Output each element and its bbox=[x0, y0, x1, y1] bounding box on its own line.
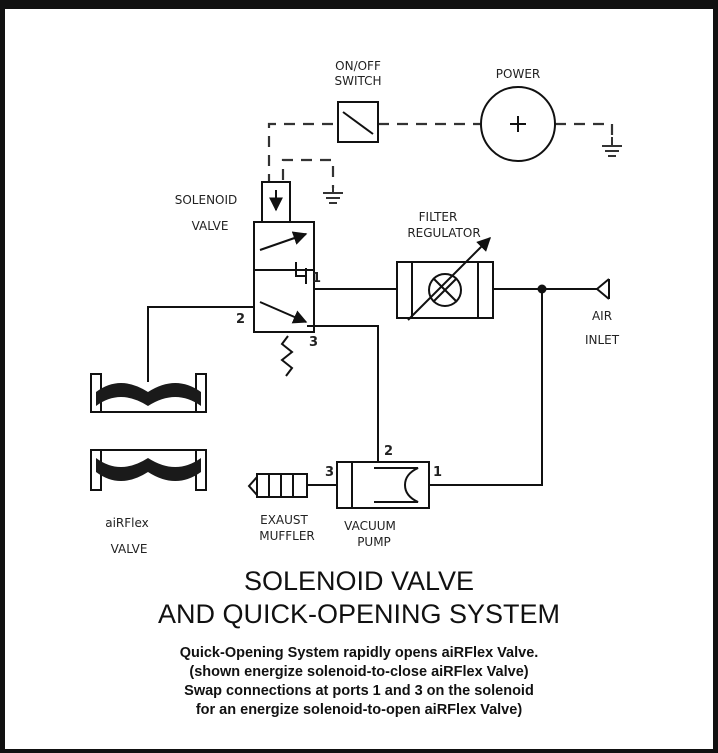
exhaust-label-line1: EXAUST bbox=[260, 513, 308, 527]
solenoid-port-2: 2 bbox=[236, 312, 245, 327]
pump-port-2: 2 bbox=[384, 444, 393, 459]
ground-symbol-power bbox=[602, 137, 622, 157]
power-source-icon bbox=[480, 86, 556, 162]
junction-dot bbox=[537, 284, 547, 294]
solenoid-label-line2: VALVE bbox=[192, 219, 229, 233]
solenoid-valve-icon bbox=[253, 221, 315, 377]
filter-label-line2: REGULATOR bbox=[407, 226, 480, 240]
vacuum-pump-icon bbox=[336, 461, 430, 509]
power-label: POWER bbox=[496, 67, 540, 81]
solenoid-port-3: 3 bbox=[309, 335, 318, 350]
pump-port-3: 3 bbox=[325, 465, 334, 480]
solenoid-label-line1: SOLENOID bbox=[175, 193, 238, 207]
filter-label-line1: FILTER bbox=[419, 210, 458, 224]
filter-regulator-icon bbox=[396, 237, 494, 321]
switch-label-line1: ON/OFF bbox=[335, 59, 381, 73]
air-inlet-icon bbox=[596, 278, 610, 300]
air-inlet-label-line1: AIR bbox=[592, 309, 612, 323]
exhaust-muffler-icon bbox=[247, 473, 308, 498]
airflex-label-line2: VALVE bbox=[111, 542, 148, 556]
caption-line1: Quick-Opening System rapidly opens aiRFl… bbox=[179, 645, 539, 661]
ground-symbol-solenoid bbox=[323, 188, 343, 204]
solenoid-port-1: 1 bbox=[312, 271, 321, 286]
vacuum-label-line1: VACUUM bbox=[344, 519, 396, 533]
pump-port-1: 1 bbox=[433, 465, 442, 480]
air-lines bbox=[147, 288, 597, 486]
caption-line2: (shown energize solenoid-to-close aiRFle… bbox=[189, 664, 529, 680]
solenoid-coil-icon bbox=[261, 181, 291, 223]
figure-title-line2: AND QUICK-OPENING SYSTEM bbox=[157, 599, 561, 629]
vacuum-label-line2: PUMP bbox=[357, 535, 391, 549]
airflex-label-line1: aiRFlex bbox=[105, 516, 149, 530]
caption-line3: Swap connections at ports 1 and 3 on the… bbox=[184, 683, 534, 699]
airflex-valve-icon bbox=[90, 373, 207, 491]
figure-title-line1: SOLENOID VALVE bbox=[243, 566, 475, 596]
on-off-switch-icon bbox=[337, 101, 379, 143]
electrical-wiring bbox=[267, 122, 614, 188]
caption-line4: for an energize solenoid-to-open aiRFlex… bbox=[195, 702, 523, 718]
exhaust-label-line2: MUFFLER bbox=[259, 529, 315, 543]
switch-label-line2: SWITCH bbox=[334, 74, 381, 88]
air-inlet-label-line2: INLET bbox=[585, 333, 620, 347]
